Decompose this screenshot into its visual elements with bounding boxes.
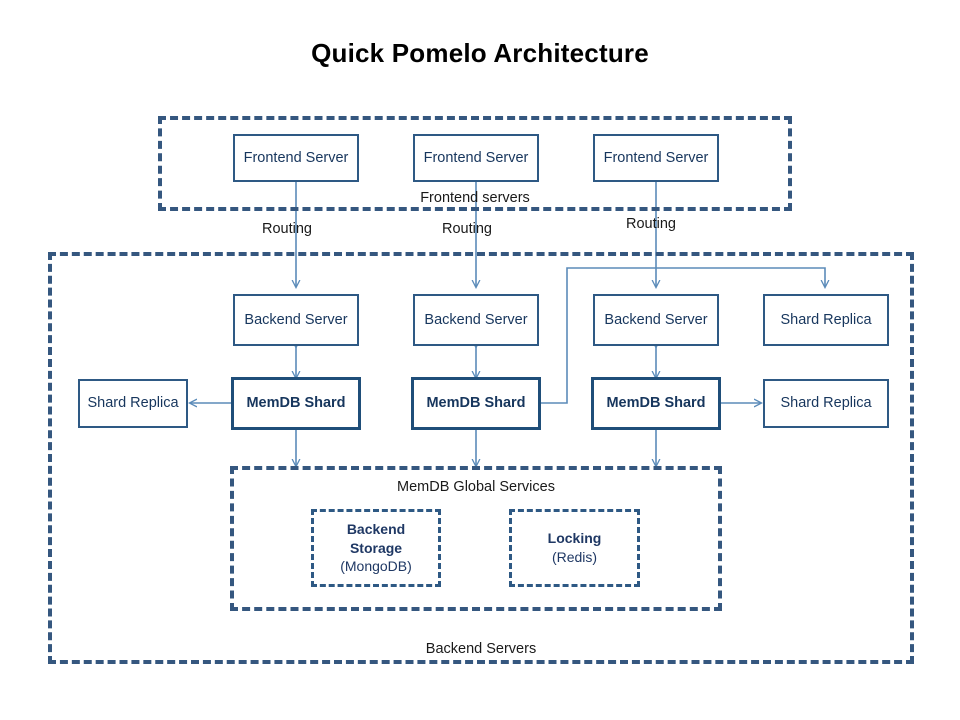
- backend-servers-group-label: Backend Servers: [425, 641, 537, 657]
- node-backend-server-1[interactable]: Backend Server: [233, 294, 359, 346]
- frontend-servers-group-label: Frontend servers: [420, 190, 530, 206]
- node-shard-replica-left[interactable]: Shard Replica: [78, 379, 188, 428]
- service-backend-storage[interactable]: Backend Storage (MongoDB): [311, 509, 441, 587]
- node-shard-replica-top-right[interactable]: Shard Replica: [763, 294, 889, 346]
- memdb-global-services-label: MemDB Global Services: [397, 479, 555, 495]
- edge-label-routing-2: Routing: [442, 221, 492, 237]
- memdb-global-services-group: [230, 466, 722, 611]
- node-memdb-shard-3[interactable]: MemDB Shard: [591, 377, 721, 430]
- service-locking-detail: (Redis): [551, 549, 598, 565]
- page-title: Quick Pomelo Architecture: [311, 38, 649, 68]
- node-shard-replica-right[interactable]: Shard Replica: [763, 379, 889, 428]
- node-frontend-server-2[interactable]: Frontend Server: [413, 134, 539, 182]
- service-backend-storage-name-line2: Storage: [349, 539, 403, 556]
- edge-label-routing-1: Routing: [262, 221, 312, 237]
- service-backend-storage-detail: (MongoDB): [340, 558, 412, 575]
- service-locking-name: Locking: [547, 530, 602, 547]
- node-backend-server-3[interactable]: Backend Server: [593, 294, 719, 346]
- node-memdb-shard-2[interactable]: MemDB Shard: [411, 377, 541, 430]
- node-memdb-shard-1[interactable]: MemDB Shard: [231, 377, 361, 430]
- frontend-servers-group: [158, 116, 792, 211]
- node-frontend-server-3[interactable]: Frontend Server: [593, 134, 719, 182]
- node-backend-server-2[interactable]: Backend Server: [413, 294, 539, 346]
- service-backend-storage-name-line1: Backend: [346, 520, 406, 537]
- edge-label-routing-3: Routing: [626, 216, 676, 232]
- backend-servers-group: [48, 252, 914, 664]
- node-frontend-server-1[interactable]: Frontend Server: [233, 134, 359, 182]
- service-locking[interactable]: Locking (Redis): [509, 509, 640, 587]
